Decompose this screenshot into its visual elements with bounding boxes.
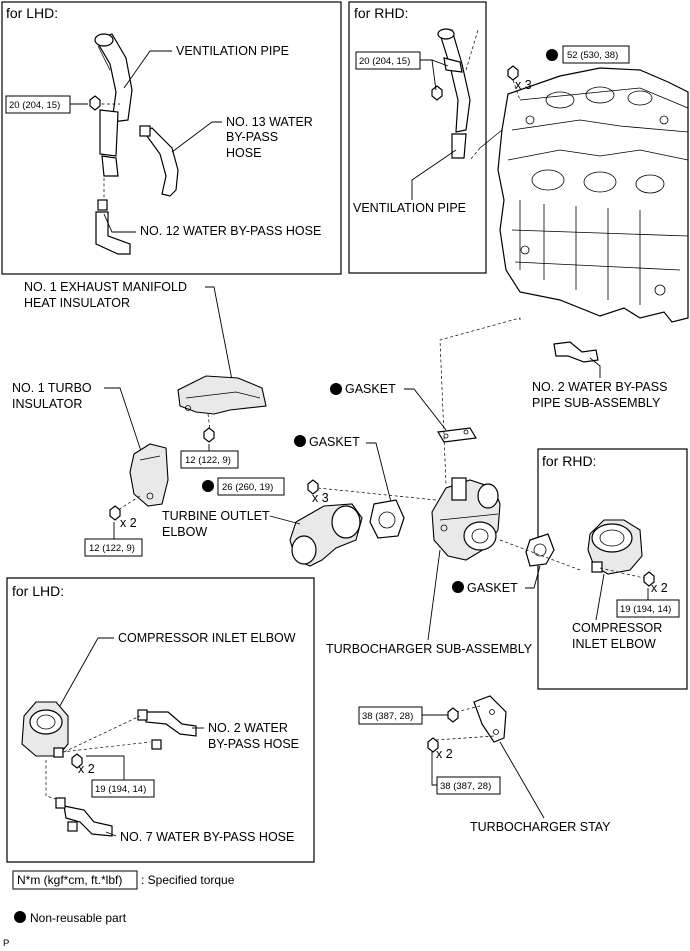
legend-nonreusable: Non-reusable part	[30, 911, 127, 925]
nonreusable-mark-icon	[202, 480, 214, 492]
torque-box-manifold	[180, 450, 239, 469]
gasket-outlet	[369, 499, 405, 539]
torque-box-turbo-insulator	[84, 538, 143, 557]
nonreusable-mark-icon	[330, 383, 342, 395]
nonreusable-mark-icon	[452, 581, 464, 593]
no1-turbo-insulator	[129, 443, 169, 507]
gasket-manifold	[437, 427, 477, 443]
label-gasket-3: GASKET	[467, 581, 518, 595]
label-no13-hose-l1: NO. 13 WATER	[226, 115, 313, 129]
engine-bolts	[507, 65, 521, 101]
ventilation-pipe-lhd	[94, 33, 133, 177]
label-compressor-rhd-l2: INLET ELBOW	[572, 637, 656, 651]
label-manifold-insulator-l2: HEAT INSULATOR	[24, 296, 130, 310]
compressor-inlet-elbow-lhd	[21, 701, 69, 758]
panel-rhd-mid	[537, 448, 688, 690]
panel-rhd-mid-header: for RHD:	[542, 453, 596, 469]
ventilation-pipe-rhd	[437, 28, 471, 159]
torque-rhd-top: 20 (204, 15)	[359, 56, 410, 67]
label-turbo-insulator-l2: INSULATOR	[12, 397, 82, 411]
no2-water-bypass-pipe	[553, 341, 599, 363]
torque-box-lhd-top	[5, 95, 71, 114]
panel-lhd-bottom-header: for LHD:	[12, 583, 64, 599]
torque-box-rhd-top	[355, 51, 421, 70]
qty-stay: x 2	[436, 747, 453, 761]
panel-lhd-bottom	[6, 577, 315, 863]
torque-box-stay-2	[436, 776, 501, 795]
torque-rhd-mid: 19 (194, 14)	[620, 604, 671, 615]
legend-torque-unit: N*m (kgf*cm, ft.*lbf)	[17, 873, 122, 887]
label-bypass-pipe-l1: NO. 2 WATER BY-PASS	[532, 380, 667, 394]
label-turbo-insulator-l1: NO. 1 TURBO	[12, 381, 92, 395]
label-gasket-2: GASKET	[309, 435, 360, 449]
panel-rhd-top	[348, 1, 487, 274]
torque-box-lhd-bottom	[91, 779, 155, 798]
turbocharger-sub-assembly	[431, 477, 501, 561]
label-ventilation-pipe-rhd: VENTILATION PIPE	[353, 201, 466, 215]
torque-box-outlet	[217, 477, 285, 496]
panel-lhd-top-header: for LHD:	[6, 5, 58, 21]
torque-lhd-top: 20 (204, 15)	[9, 100, 60, 111]
torque-stay-1: 38 (387, 28)	[362, 711, 413, 722]
label-no13-hose-l2: BY-PASS	[226, 130, 278, 144]
label-no12-hose: NO. 12 WATER BY-PASS HOSE	[140, 224, 321, 238]
panel-rhd-top-header: for RHD:	[354, 5, 408, 21]
nonreusable-mark-icon	[546, 49, 558, 61]
exhaust-manifold-heat-insulator	[177, 375, 267, 415]
label-turbocharger: TURBOCHARGER SUB-ASSEMBLY	[326, 642, 533, 656]
label-gasket-1: GASKET	[345, 382, 396, 396]
turbocharger-stay	[473, 695, 507, 743]
footer-code: P	[3, 938, 9, 949]
torque-manifold: 12 (122, 9)	[185, 455, 231, 466]
label-manifold-insulator-l1: NO. 1 EXHAUST MANIFOLD	[24, 280, 187, 294]
legend-torque-box	[12, 870, 138, 890]
turbine-outlet-elbow	[289, 503, 363, 567]
label-compressor-rhd-l1: COMPRESSOR	[572, 621, 662, 635]
torque-box-stay-1	[358, 706, 423, 725]
compressor-inlet-elbow-rhd	[587, 519, 643, 575]
legend-torque-desc: : Specified torque	[141, 873, 235, 887]
torque-engine: 52 (530, 38)	[567, 50, 618, 61]
nonreusable-mark-icon	[294, 435, 306, 447]
no12-water-bypass-hose-lhd	[95, 199, 131, 255]
qty-engine: x 3	[515, 78, 532, 92]
label-turbine-outlet-l2: ELBOW	[162, 525, 207, 539]
label-no2-hose-l1: NO. 2 WATER	[208, 721, 288, 735]
no2-water-bypass-hose-lhd	[137, 709, 197, 750]
qty-rhd-mid: x 2	[651, 581, 668, 595]
qty-lhd-bottom: x 2	[78, 762, 95, 776]
nonreusable-legend-icon	[14, 911, 26, 923]
torque-box-engine	[562, 45, 630, 64]
label-no7-hose: NO. 7 WATER BY-PASS HOSE	[120, 830, 294, 844]
label-compressor-lhd: COMPRESSOR INLET ELBOW	[118, 631, 296, 645]
no13-water-bypass-hose-lhd	[139, 125, 179, 197]
torque-stay-2: 38 (387, 28)	[440, 781, 491, 792]
torque-lhd-bottom: 19 (194, 14)	[95, 784, 146, 795]
torque-outlet: 26 (260, 19)	[222, 482, 273, 493]
label-no2-hose-l2: BY-PASS HOSE	[208, 737, 299, 751]
engine-block	[469, 67, 689, 323]
panel-lhd-top	[1, 1, 342, 275]
torque-turbo-insulator: 12 (122, 9)	[89, 543, 135, 554]
no7-water-bypass-hose-lhd	[55, 797, 113, 837]
qty-turbo-insulator: x 2	[120, 516, 137, 530]
qty-outlet: x 3	[312, 491, 329, 505]
label-bypass-pipe-l2: PIPE SUB-ASSEMBLY	[532, 396, 661, 410]
label-turbocharger-stay: TURBOCHARGER STAY	[470, 820, 611, 834]
label-turbine-outlet-l1: TURBINE OUTLET	[162, 509, 270, 523]
label-ventilation-pipe-lhd: VENTILATION PIPE	[176, 44, 289, 58]
label-no13-hose-l3: HOSE	[226, 146, 261, 160]
gasket-compressor	[525, 533, 555, 567]
